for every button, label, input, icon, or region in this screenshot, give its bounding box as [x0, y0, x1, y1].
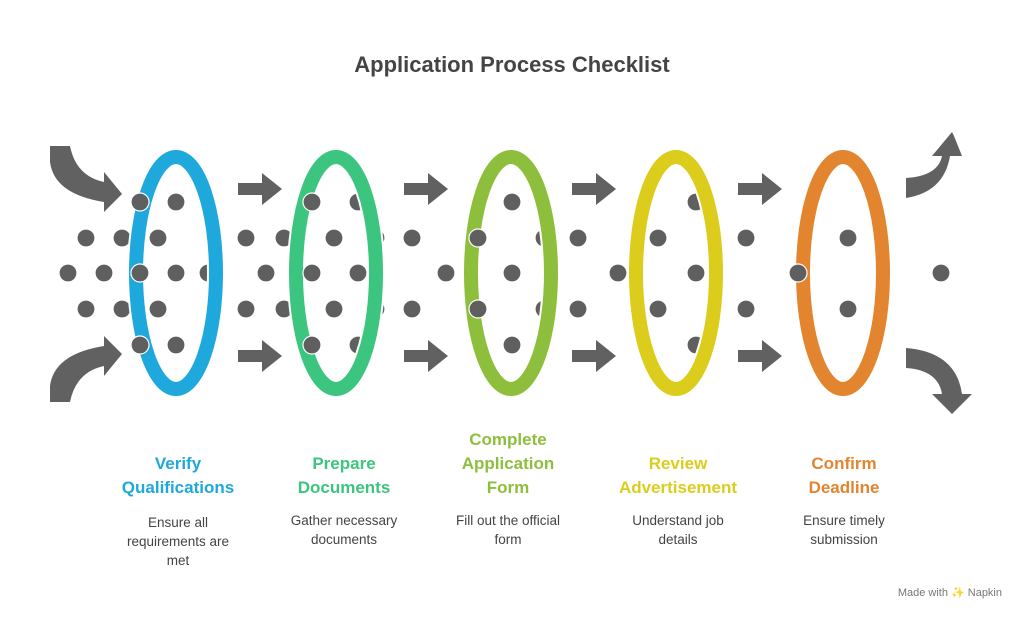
step-description-line: Understand job	[632, 513, 724, 528]
arrow-icon	[404, 173, 448, 205]
flow-dot	[931, 263, 951, 283]
flow-dot	[324, 228, 344, 248]
step-title-line: Verify	[154, 454, 202, 473]
arrow-icon	[404, 340, 448, 372]
flow-dot	[608, 263, 628, 283]
flow-dot	[58, 263, 78, 283]
step-ring	[289, 150, 383, 396]
curved-arrow-in-top-icon	[50, 146, 122, 212]
flow-dot	[648, 228, 668, 248]
step-description: Ensure all requirements are met	[108, 513, 248, 570]
flow-dot	[94, 263, 114, 283]
arrow-icon	[572, 173, 616, 205]
flow-dot	[568, 228, 588, 248]
step-title-line: Application	[461, 454, 555, 473]
flow-dot	[148, 228, 168, 248]
step-description: Ensure timely submission	[774, 511, 914, 549]
step-description-line: requirements are	[126, 534, 230, 549]
flow-dot	[502, 335, 522, 355]
step-title-line: Documents	[297, 478, 391, 497]
flow-dot	[302, 192, 322, 212]
step-description: Fill out the official form	[438, 511, 578, 549]
flow-dot	[166, 263, 186, 283]
step-description-line: Ensure timely	[803, 513, 885, 528]
step-title-line: Deadline	[808, 478, 880, 497]
flow-dot	[236, 299, 256, 319]
arrow-icon	[238, 173, 282, 205]
flow-dot	[348, 263, 368, 283]
step-ring	[629, 150, 723, 396]
flow-dot	[402, 299, 422, 319]
arrow-icon	[738, 173, 782, 205]
step-title-line: Confirm	[811, 454, 877, 473]
arrow-icon	[238, 340, 282, 372]
flow-dot	[402, 228, 422, 248]
flow-dot	[148, 299, 168, 319]
flow-dot	[568, 299, 588, 319]
step-title-line: Form	[486, 478, 530, 497]
step-description: Gather necessary documents	[274, 511, 414, 549]
flow-dot	[838, 299, 858, 319]
step-description: Understand job details	[608, 511, 748, 549]
step-description-line: Ensure all	[147, 515, 209, 530]
flow-dot	[436, 263, 456, 283]
flow-dot	[76, 299, 96, 319]
flow-dot	[130, 335, 150, 355]
flow-dot	[788, 263, 808, 283]
curved-arrow-out-bottom-icon	[906, 348, 972, 414]
step-description-line: Gather necessary	[290, 513, 398, 528]
curved-arrow-in-bottom-icon	[50, 336, 122, 402]
flow-dot	[838, 228, 858, 248]
flow-dot	[130, 192, 150, 212]
step-description-line: documents	[310, 532, 378, 547]
step-description-line: submission	[810, 532, 878, 547]
arrow-icon	[572, 340, 616, 372]
step-description-line: met	[166, 553, 190, 568]
flow-dot	[236, 228, 256, 248]
watermark: Made with ✨ Napkin	[897, 587, 1002, 599]
page-title: Application Process Checklist	[354, 52, 670, 77]
flow-dot	[648, 299, 668, 319]
flow-dot	[302, 263, 322, 283]
step-description-line: details	[658, 532, 698, 547]
flow-dot	[468, 228, 488, 248]
flow-dot	[736, 299, 756, 319]
flow-dot	[76, 228, 96, 248]
step-title-line: Qualifications	[121, 478, 235, 497]
step-title-line: Advertisement	[618, 478, 738, 497]
flow-dot	[502, 192, 522, 212]
flow-dot	[686, 263, 706, 283]
flow-dot	[502, 263, 522, 283]
step-title-line: Complete	[469, 430, 547, 449]
step-title-line: Prepare	[312, 454, 376, 473]
flow-dot	[256, 263, 276, 283]
arrow-icon	[738, 340, 782, 372]
step-description-line: Fill out the official	[455, 513, 561, 528]
flow-dot	[302, 335, 322, 355]
step-description-line: form	[494, 532, 522, 547]
flow-dot	[130, 263, 150, 283]
curved-arrow-out-top-icon	[906, 132, 962, 198]
flow-dot	[166, 192, 186, 212]
step-title-line: Review	[648, 454, 708, 473]
flow-dot	[736, 228, 756, 248]
flow-dot	[468, 299, 488, 319]
step-ring	[464, 150, 558, 396]
flow-dot	[166, 335, 186, 355]
step-ring	[796, 150, 890, 396]
flow-dot	[324, 299, 344, 319]
